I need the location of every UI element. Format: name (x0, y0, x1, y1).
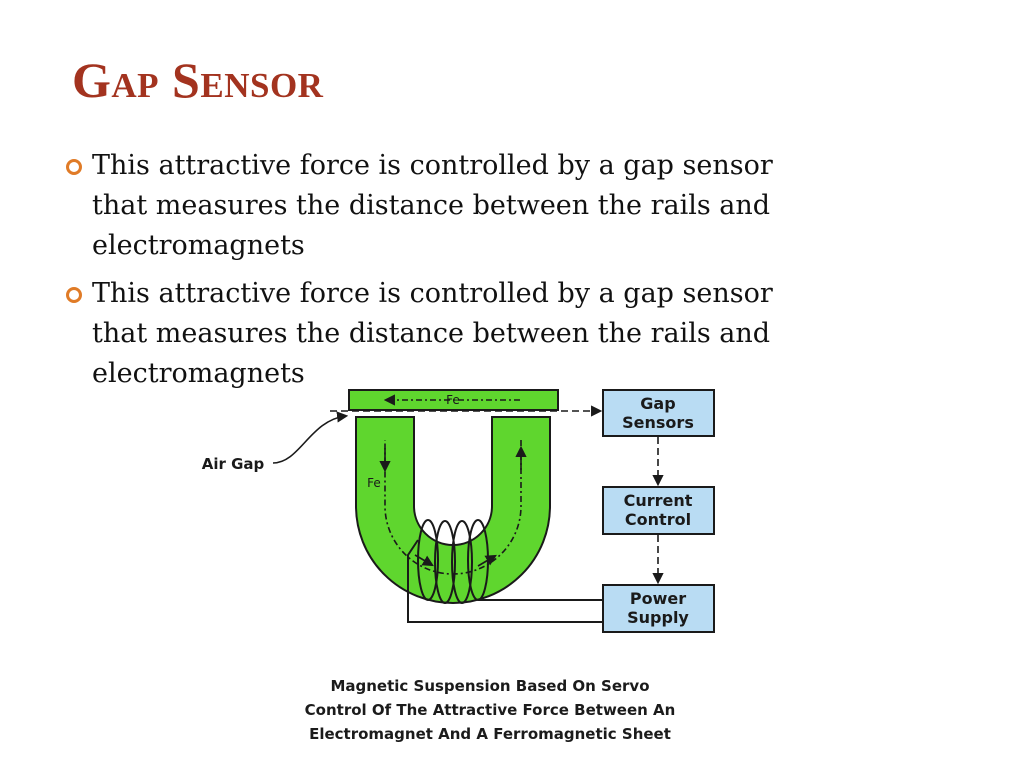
flux-loop (384, 440, 522, 575)
current-control-label: Control (625, 510, 691, 529)
diagram-caption: Magnetic Suspension Based On Servo Contr… (230, 674, 750, 746)
bullet-list: This attractive force is controlled by a… (60, 146, 940, 402)
coil-windings (417, 519, 489, 604)
caption-line: Electromagnet And A Ferromagnetic Sheet (309, 725, 671, 743)
gap-sensors-label: Sensors (622, 413, 694, 432)
bullet-item: This attractive force is controlled by a… (60, 274, 940, 394)
bullet-line: that measures the distance between the r… (92, 190, 771, 221)
current-control-box (602, 486, 715, 535)
flux-arrow-bottom (414, 554, 434, 567)
power-supply-label: Supply (627, 608, 689, 627)
caption-line: Magnetic Suspension Based On Servo (330, 677, 650, 695)
current-control-label: Current (624, 491, 693, 510)
flux-arrow-bottom-right (477, 554, 497, 567)
air-gap-leader (272, 411, 349, 464)
bullet-item: This attractive force is controlled by a… (60, 146, 940, 266)
bullet-line: This attractive force is controlled by a… (92, 278, 773, 309)
bullet-line: electromagnets (92, 358, 305, 389)
bullet-line: This attractive force is controlled by a… (92, 150, 773, 181)
air-gap-label: Air Gap (202, 455, 265, 473)
bullet-ring-icon (66, 159, 82, 175)
power-supply-box (602, 584, 715, 633)
u-electromagnet (355, 416, 551, 604)
junction-dot (602, 597, 608, 603)
slide-title: Gap Sensor (72, 52, 324, 108)
bullet-ring-icon (66, 287, 82, 303)
bullet-line: that measures the distance between the r… (92, 318, 771, 349)
power-supply-label: Power (630, 589, 686, 608)
fe-left-label: Fe (367, 476, 381, 490)
caption-line: Control Of The Attractive Force Between … (304, 701, 676, 719)
junction-dot (602, 619, 608, 625)
coil-lead-lower (407, 539, 605, 623)
bullet-line: electromagnets (92, 230, 305, 261)
